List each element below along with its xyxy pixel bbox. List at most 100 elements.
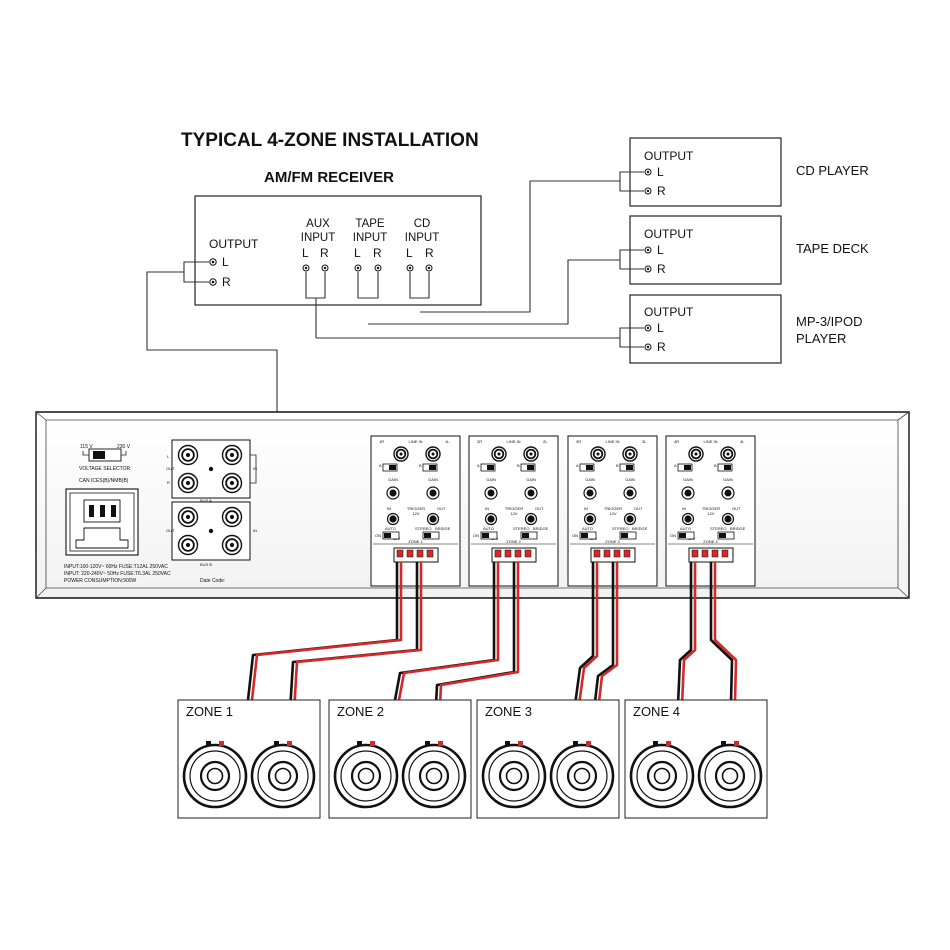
bus-select-switch-right[interactable] bbox=[480, 463, 496, 472]
trigger-out-jack[interactable] bbox=[426, 512, 440, 526]
gain-knob-right[interactable] bbox=[484, 486, 498, 500]
cd-player-label: CD PLAYER bbox=[796, 163, 869, 178]
bus-rca-jack-4[interactable] bbox=[221, 472, 243, 494]
svg-text:B: B bbox=[616, 463, 619, 468]
line-in-jack-right[interactable] bbox=[688, 446, 704, 462]
svg-text:3L: 3L bbox=[642, 439, 647, 444]
bus-select-switch-left[interactable] bbox=[619, 463, 635, 472]
trigger-mode-switch[interactable] bbox=[382, 531, 400, 540]
svg-text:1R: 1R bbox=[379, 439, 384, 444]
receiver-aux-input: AUX INPUT L R bbox=[301, 218, 335, 272]
date-code-label: Date Code: bbox=[200, 578, 225, 584]
line-in-jack-left[interactable] bbox=[523, 446, 539, 462]
svg-text:OUTPUT: OUTPUT bbox=[644, 227, 694, 241]
svg-text:12V: 12V bbox=[510, 511, 517, 516]
mp3-player-label: MP-3/IPOD bbox=[796, 314, 862, 329]
svg-text:STEREO: STEREO bbox=[710, 526, 726, 531]
trigger-in-jack[interactable] bbox=[484, 512, 498, 526]
bus-select-switch-right[interactable] bbox=[677, 463, 693, 472]
speaker-left bbox=[333, 741, 399, 809]
svg-text:INPUT: INPUT bbox=[405, 232, 440, 244]
trigger-in-jack[interactable] bbox=[681, 512, 695, 526]
gain-knob-left[interactable] bbox=[721, 486, 735, 500]
svg-text:R: R bbox=[222, 275, 231, 289]
line-in-jack-right[interactable] bbox=[393, 446, 409, 462]
line-in-jack-right[interactable] bbox=[590, 446, 606, 462]
bus-select-switch-left[interactable] bbox=[717, 463, 733, 472]
line-in-jack-left[interactable] bbox=[622, 446, 638, 462]
gain-knob-right[interactable] bbox=[386, 486, 400, 500]
line-in-jack-left[interactable] bbox=[425, 446, 441, 462]
bus-rca-jack-5[interactable] bbox=[177, 506, 199, 528]
zone-label: ZONE 4 bbox=[633, 704, 680, 719]
speaker-right bbox=[401, 741, 467, 809]
svg-text:AUTO: AUTO bbox=[483, 526, 494, 531]
trigger-out-jack[interactable] bbox=[623, 512, 637, 526]
zone-label: ZONE 2 bbox=[337, 704, 384, 719]
bus-select-switch-left[interactable] bbox=[422, 463, 438, 472]
svg-text:B: B bbox=[714, 463, 717, 468]
speaker-right bbox=[250, 741, 316, 809]
bus-select-switch-right[interactable] bbox=[382, 463, 398, 472]
line-in-jack-left[interactable] bbox=[720, 446, 736, 462]
bus-select-switch-left[interactable] bbox=[520, 463, 536, 472]
stereo-bridge-switch[interactable] bbox=[717, 531, 735, 540]
trigger-out-jack[interactable] bbox=[721, 512, 735, 526]
svg-text:OUT: OUT bbox=[732, 506, 741, 511]
stereo-bridge-switch[interactable] bbox=[520, 531, 538, 540]
svg-text:R: R bbox=[320, 246, 329, 260]
stereo-bridge-switch[interactable] bbox=[422, 531, 440, 540]
svg-text:IN: IN bbox=[387, 506, 391, 511]
bus-rca-jack-6[interactable] bbox=[221, 506, 243, 528]
line-in-label: LINE IN bbox=[408, 439, 422, 444]
line-in-label: LINE IN bbox=[703, 439, 717, 444]
svg-text:230 V: 230 V bbox=[117, 444, 131, 450]
trigger-mode-switch[interactable] bbox=[480, 531, 498, 540]
svg-text:AUX: AUX bbox=[306, 218, 330, 230]
voltage-selector-switch[interactable]: 115 V 230 V VOLTAGE SELECTOR bbox=[79, 444, 131, 472]
trigger-in-jack[interactable] bbox=[386, 512, 400, 526]
tape-deck-label: TAPE DECK bbox=[796, 241, 869, 256]
svg-text:B: B bbox=[419, 463, 422, 468]
svg-text:12V: 12V bbox=[609, 511, 616, 516]
zone-label: ZONE 1 bbox=[186, 704, 233, 719]
svg-text:A: A bbox=[379, 463, 382, 468]
svg-text:GAIN: GAIN bbox=[625, 477, 635, 482]
svg-text:ON: ON bbox=[572, 533, 578, 538]
receiver-output-label: OUTPUT bbox=[209, 237, 259, 251]
trigger-mode-switch[interactable] bbox=[677, 531, 695, 540]
diagram-title: TYPICAL 4-ZONE INSTALLATION bbox=[181, 130, 479, 151]
svg-text:L: L bbox=[657, 321, 664, 335]
bus-rca-jack-3[interactable] bbox=[177, 472, 199, 494]
svg-text:L: L bbox=[167, 454, 170, 459]
trigger-mode-switch[interactable] bbox=[579, 531, 597, 540]
svg-text:PLAYER: PLAYER bbox=[796, 331, 846, 346]
zone-label: ZONE 3 bbox=[485, 704, 532, 719]
svg-text:IN: IN bbox=[253, 528, 257, 533]
trigger-in-jack[interactable] bbox=[583, 512, 597, 526]
gain-knob-right[interactable] bbox=[583, 486, 597, 500]
line-in-jack-right[interactable] bbox=[491, 446, 507, 462]
stereo-bridge-switch[interactable] bbox=[619, 531, 637, 540]
module-zone-label: ZONE 2 bbox=[506, 539, 521, 544]
gain-knob-left[interactable] bbox=[524, 486, 538, 500]
bus-rca-jack-8[interactable] bbox=[221, 534, 243, 556]
speaker-right bbox=[549, 741, 615, 809]
gain-knob-left[interactable] bbox=[426, 486, 440, 500]
receiver-tape-input: TAPE INPUT L R bbox=[353, 218, 387, 272]
svg-text:L: L bbox=[657, 165, 664, 179]
receiver-box: OUTPUT L R AUX INPUT L R TAPE INPUT L R … bbox=[194, 195, 482, 306]
bus-select-switch-right[interactable] bbox=[579, 463, 595, 472]
svg-text:A: A bbox=[477, 463, 480, 468]
gain-knob-left[interactable] bbox=[623, 486, 637, 500]
bus-rca-jack-2[interactable] bbox=[221, 444, 243, 466]
bus-rca-jack-1[interactable] bbox=[177, 444, 199, 466]
spec-line-3: POWER CONSUMPTION:900W bbox=[64, 578, 137, 584]
gain-knob-right[interactable] bbox=[681, 486, 695, 500]
svg-text:OUT: OUT bbox=[437, 506, 446, 511]
trigger-out-jack[interactable] bbox=[524, 512, 538, 526]
bus-rca-jack-7[interactable] bbox=[177, 534, 199, 556]
